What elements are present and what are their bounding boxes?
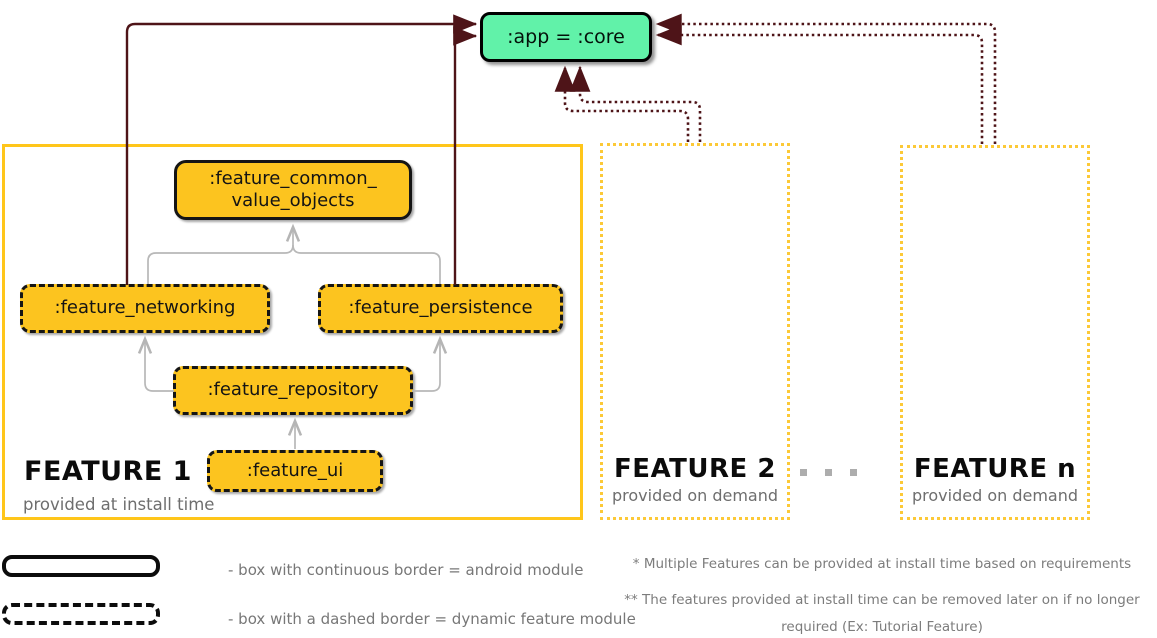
feature1-subtitle: provided at install time	[23, 495, 215, 514]
feature-common-value-objects-node: :feature_common_ value_objects	[174, 160, 412, 220]
feature2-subtitle: provided on demand	[611, 486, 779, 505]
feature-ui-label: :feature_ui	[246, 459, 344, 481]
feature-ui-node: :feature_ui	[207, 450, 383, 492]
note-removed-later-line1: ** The features provided at install time…	[624, 592, 1140, 608]
feature2-label-block: FEATURE 2 provided on demand	[603, 454, 787, 505]
note-removed-later-line2: required (Ex: Tutorial Feature)	[781, 619, 983, 635]
ellipsis-dot	[850, 469, 857, 476]
feature-persistence-label: :feature_persistence	[348, 297, 533, 319]
feature-repository-node: :feature_repository	[173, 366, 413, 415]
feature-repository-label: :feature_repository	[207, 379, 379, 401]
legend-dashed-label: - box with a dashed border = dynamic fea…	[228, 610, 636, 628]
feature2-title: FEATURE 2	[614, 454, 776, 484]
feature-n-title: FEATURE n	[913, 454, 1077, 484]
edge-feature-n-to-app-1	[655, 13, 997, 144]
legend-dashed-box-sample	[2, 603, 160, 625]
feature-networking-label: :feature_networking	[54, 297, 236, 319]
feature1-title: FEATURE 1	[24, 456, 192, 487]
legend-continuous-box-sample	[2, 555, 160, 577]
feature-n-container: FEATURE n provided on demand	[900, 145, 1090, 520]
ellipsis-dot	[825, 469, 832, 476]
note-multiple-features: * Multiple Features can be provided at i…	[632, 556, 1132, 572]
feature-networking-node: :feature_networking	[20, 284, 270, 333]
feature2-container: FEATURE 2 provided on demand	[600, 143, 790, 520]
legend-continuous-label: - box with continuous border = android m…	[228, 561, 584, 579]
feature-common-value-objects-label: :feature_common_ value_objects	[209, 167, 377, 212]
app-core-node: :app = :core	[480, 12, 652, 62]
feature-n-subtitle: provided on demand	[911, 486, 1079, 505]
feature-persistence-node: :feature_persistence	[318, 284, 563, 333]
app-core-label: :app = :core	[507, 26, 625, 48]
feature-n-label-block: FEATURE n provided on demand	[903, 454, 1087, 505]
edge-feature-n-to-app-2	[655, 24, 984, 144]
edge-feature2-to-app-1	[554, 65, 690, 142]
ellipsis-dot	[800, 469, 807, 476]
edge-feature2-to-app-2	[569, 65, 702, 142]
